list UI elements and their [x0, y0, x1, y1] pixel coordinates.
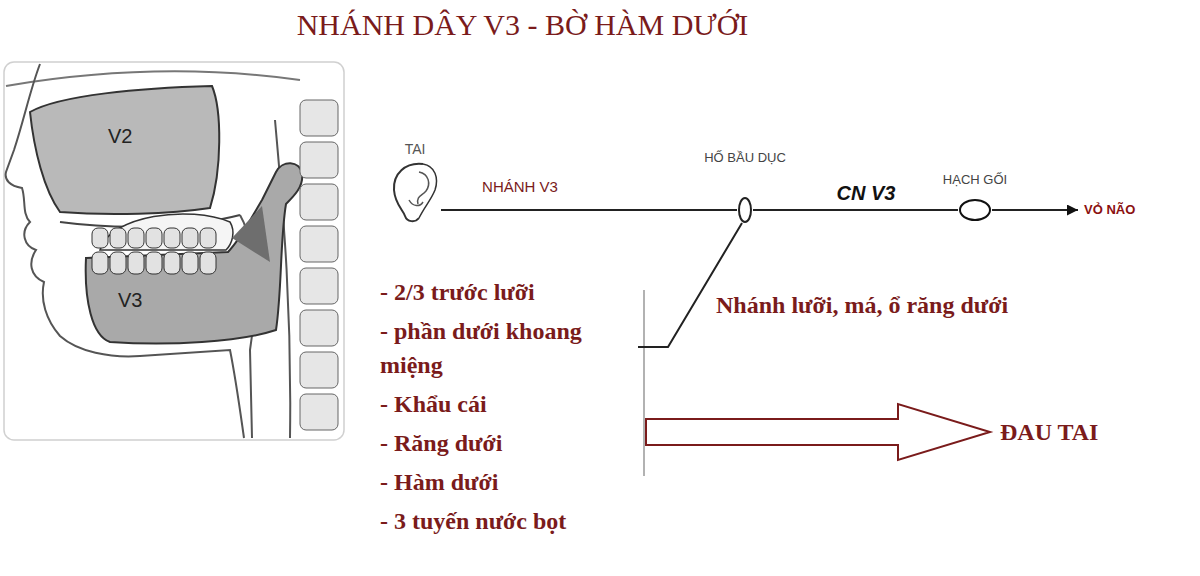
foramen-ring-outline	[739, 198, 751, 222]
symptom-target: ĐAU TAI	[1000, 415, 1098, 449]
dark-wedge	[232, 206, 270, 262]
skull-base	[6, 71, 300, 86]
upper-tooth	[92, 228, 108, 248]
upper-tooth	[164, 228, 180, 248]
vertebra	[300, 310, 338, 346]
edge-label: NHÁNH V3	[480, 178, 560, 196]
node-text: VỎ NÃO	[1084, 201, 1135, 219]
upper-tooth	[182, 228, 198, 248]
vertebra	[300, 142, 338, 178]
node-text: - phần dưới khoang miệng	[380, 314, 638, 382]
ear-icon	[389, 160, 441, 224]
ear-antihelix	[418, 172, 429, 204]
list-bracket	[643, 290, 645, 476]
ganglion-shape	[958, 198, 992, 222]
node-text: - Khẩu cái	[380, 387, 638, 421]
territory-list: - 2/3 trước lưỡi - phần dưới khoang miệng…	[380, 275, 638, 543]
ear-node: TAI	[389, 140, 441, 224]
foramen-ring: HỐ BẦU DỤC	[704, 150, 786, 224]
node-text: ĐAU TAI	[1000, 415, 1098, 449]
ear-helix	[394, 164, 423, 221]
vertebra	[300, 184, 338, 220]
diagram-title: NHÁNH DÂY V3 - BỜ HÀM DƯỚI	[0, 8, 1045, 42]
v3-mandible	[86, 163, 303, 343]
vertebra	[300, 352, 338, 388]
lower-tooth	[128, 252, 144, 274]
lower-tooth	[110, 252, 126, 274]
edge-label: CN V3	[835, 181, 898, 205]
ganglion-ellipse: HẠCH GỐI	[943, 172, 1007, 222]
vertebra	[300, 394, 338, 430]
vertebra	[300, 100, 338, 136]
illustration-frame	[4, 62, 344, 440]
face-profile	[6, 64, 244, 438]
node-text: HẠCH GỐI	[943, 172, 1007, 188]
nerve-line	[992, 209, 1078, 211]
nerve-line	[441, 209, 737, 211]
vertebra	[300, 268, 338, 304]
v2-region	[30, 86, 219, 214]
cortex-target: VỎ NÃO	[1084, 201, 1135, 219]
node-text: - Răng dưới	[380, 426, 638, 460]
region-label: V3	[118, 288, 142, 312]
lower-tooth	[182, 252, 198, 274]
foramen-ring-shape	[737, 196, 753, 224]
upper-tooth	[200, 228, 216, 248]
node-text: - 2/3 trước lưỡi	[380, 275, 638, 309]
lower-tooth	[200, 252, 216, 274]
ear-concha	[409, 200, 423, 206]
upper-tooth	[146, 228, 162, 248]
node-text: - 3 tuyến nước bọt	[380, 504, 638, 538]
lower-tooth	[92, 252, 108, 274]
ganglion-outline	[960, 200, 990, 220]
lower-tooth	[146, 252, 162, 274]
tongue	[100, 214, 233, 250]
node-text: TAI	[405, 140, 426, 158]
upper-tooth	[110, 228, 126, 248]
nerve-line	[753, 209, 958, 211]
node-text: HỐ BẦU DỤC	[704, 150, 786, 166]
vertebra	[300, 226, 338, 262]
nerve-line	[638, 223, 742, 347]
lower-tooth	[164, 252, 180, 274]
region-label: V2	[108, 124, 132, 148]
hollow-arrow	[646, 404, 990, 460]
branch-label: Nhánh lưỡi, má, ổ răng dưới	[716, 288, 1008, 322]
upper-tooth	[128, 228, 144, 248]
node-text: - Hàm dưới	[380, 465, 638, 499]
